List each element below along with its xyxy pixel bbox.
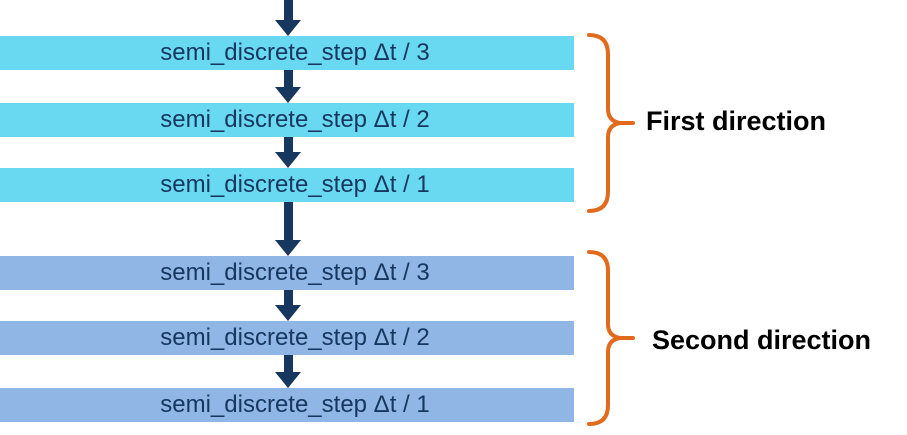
arrow-head [275,20,301,36]
step-bar: semi_discrete_step Δt / 3 [0,36,574,70]
arrow-shaft [284,355,293,374]
down-arrow-icon [275,70,302,103]
arrow-head [275,152,301,168]
down-arrow-icon [275,0,302,36]
down-arrow-icon [275,290,302,321]
step-bar: semi_discrete_step Δt / 1 [0,168,574,202]
arrow-shaft [284,0,293,22]
arrow-head [275,372,301,388]
down-arrow-icon [275,355,302,388]
right-brace-icon [587,249,635,427]
arrow-shaft [284,137,293,154]
step-bar: semi_discrete_step Δt / 1 [0,388,574,422]
arrow-shaft [284,70,293,89]
arrow-head [275,87,301,103]
down-arrow-icon [275,137,302,168]
group-label-second: Second direction [652,325,872,355]
step-bar: semi_discrete_step Δt / 2 [0,321,574,355]
step-bar: semi_discrete_step Δt / 3 [0,256,574,290]
arrow-head [275,305,301,321]
right-brace-icon [587,33,635,213]
arrow-shaft [284,202,293,242]
group-label-first: First direction [646,106,827,136]
down-arrow-icon [275,202,302,256]
arrow-shaft [284,290,293,307]
step-bar: semi_discrete_step Δt / 2 [0,103,574,137]
arrow-head [275,240,301,256]
